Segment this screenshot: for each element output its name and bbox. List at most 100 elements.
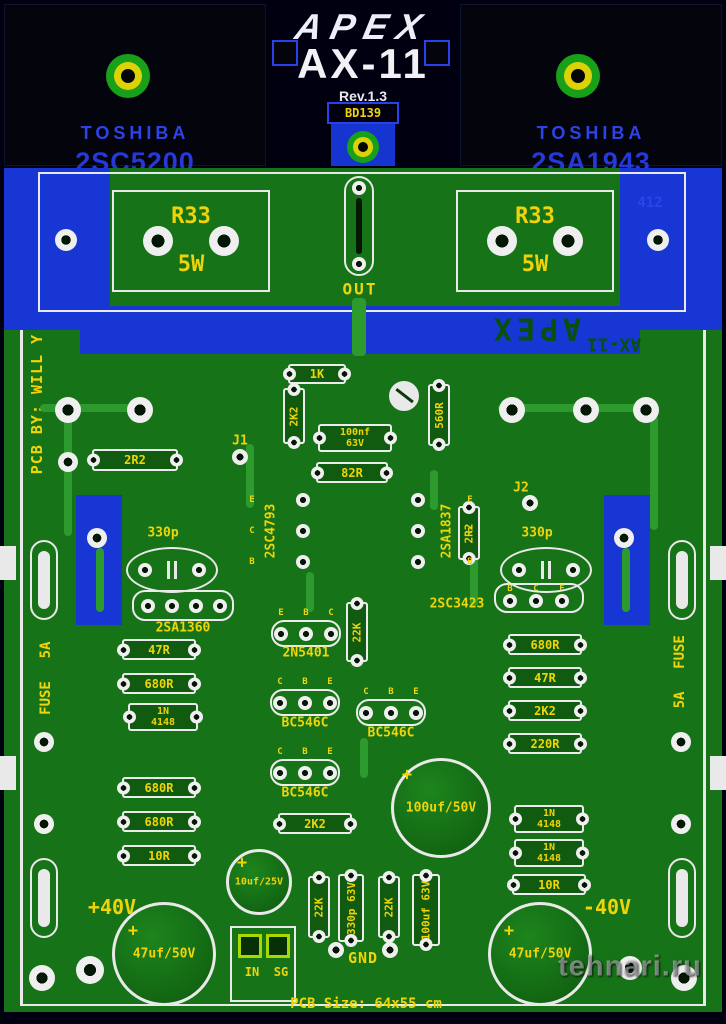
solder-pad (138, 563, 152, 577)
solder-pad (209, 226, 239, 256)
pin-label-b: B (467, 557, 473, 567)
solder-pad (298, 766, 312, 780)
transistor-outline-bc546c (356, 699, 426, 726)
pin-label-e: E (413, 687, 419, 697)
polarity-plus: + (127, 921, 139, 941)
capacitor-label-47uf-50v: 47uf/50V (508, 946, 572, 962)
solder-pad (352, 181, 366, 195)
solder-pad (553, 226, 583, 256)
solder-pad (411, 493, 425, 507)
pin-label-b: B (302, 747, 308, 757)
transistor-label-2sc3423: 2SC3423 (429, 596, 485, 612)
pad-sg (266, 934, 290, 958)
copper-pour-top-right (620, 168, 722, 330)
resistor-47r: 47R (508, 667, 582, 688)
solder-pad (55, 229, 77, 251)
solder-pad (323, 696, 337, 710)
bd139-label: BD139 (327, 102, 399, 124)
pin-label-b: B (507, 584, 513, 594)
resistor-2r2: 2R2 (92, 449, 178, 471)
solder-pad (522, 495, 538, 511)
solder-pad (213, 599, 227, 613)
silk-label-j2: J2 (513, 480, 529, 496)
edge-tab (710, 756, 726, 790)
copper-trace (64, 418, 72, 536)
pin-label-c: C (363, 687, 369, 697)
brand-label-left: TOSHIBA (80, 123, 190, 143)
fuse-clip (668, 858, 696, 938)
power-transistor-package-right: TOSHIBA 2SA1943 (460, 4, 722, 177)
mounting-hole-left (121, 69, 135, 83)
solder-pad (58, 452, 78, 472)
solder-pad (555, 594, 569, 608)
resistor-2k2: 2K2 (508, 700, 582, 721)
pin-label-e: E (327, 677, 333, 687)
pin-label-e: E (467, 495, 473, 505)
fuse-clip (30, 540, 58, 620)
transistor-outline-2n5401 (271, 620, 341, 647)
power-transistor-package-left: TOSHIBA 2SC5200 (4, 4, 266, 177)
transistor-label-2sa1360: 2SA1360 (155, 620, 211, 636)
capacitor-10uf-25v (226, 849, 292, 915)
solder-pad (409, 706, 423, 720)
pin-label-c: C (277, 677, 283, 687)
resistor-560r: 560R (428, 384, 450, 446)
silk-label--40v: -40V (582, 895, 632, 919)
transistor-label-2sc4793: 2SC4793 (263, 503, 279, 559)
revision-label: Rev.1.3 (339, 88, 387, 104)
solder-pad (232, 449, 248, 465)
resistor-82r: 82R (316, 462, 388, 483)
solder-pad (165, 599, 179, 613)
pin-label-c: C (249, 526, 255, 536)
solder-pad (671, 965, 697, 991)
capacitor-47uf-50v (488, 902, 592, 1006)
solder-pad (499, 397, 525, 423)
transistor-label-2sa1837: 2SA1837 (439, 503, 455, 559)
capacitor-47uf-50v (112, 902, 216, 1006)
transistor-label-bc546c: BC546C (367, 725, 415, 741)
solder-pad (141, 599, 155, 613)
resistor-value: R33 (171, 204, 211, 229)
brand-label-right: TOSHIBA (536, 123, 646, 143)
silk-label-330p: 330p (147, 525, 179, 541)
solder-pad (34, 732, 54, 752)
resistor-680r: 680R (122, 811, 196, 832)
silk-label-412: 412 (637, 195, 663, 211)
solder-pad (273, 696, 287, 710)
solder-pad (296, 493, 310, 507)
watermark: tehnari.ru (558, 950, 702, 983)
polarity-plus: + (401, 765, 413, 785)
transistor-label-bc546c: BC546C (281, 785, 329, 801)
solder-pad (29, 965, 55, 991)
solder-pad (359, 706, 373, 720)
connector-slot (356, 198, 362, 254)
solder-pad (298, 696, 312, 710)
output-connector (344, 176, 374, 276)
solder-pad (296, 524, 310, 538)
solder-pad (411, 524, 425, 538)
resistor-10r: 10R (512, 874, 586, 895)
pin-label-b: B (302, 677, 308, 687)
pin-label-b: B (303, 608, 309, 618)
copper-trace (360, 738, 368, 778)
capacitor-plates-icon (164, 561, 180, 579)
edge-tab (0, 756, 16, 790)
trimmer-pot (389, 381, 419, 411)
transistor-outline-bc546c (270, 689, 340, 716)
edge-tab (710, 546, 726, 580)
pin-label-e: E (327, 747, 333, 757)
pin-label-b: B (388, 687, 394, 697)
gnd-label: GND (347, 949, 379, 967)
fuse-amp-right: 5A (672, 691, 688, 709)
pin-label-c: C (277, 747, 283, 757)
capacitor-label-10uf-25v: 10uf/25V (234, 876, 284, 888)
polarity-plus: + (503, 921, 515, 941)
fuse-clip (668, 540, 696, 620)
silk-label--40v: +40V (87, 895, 137, 919)
solder-pad (55, 397, 81, 423)
edge-tab (0, 546, 16, 580)
